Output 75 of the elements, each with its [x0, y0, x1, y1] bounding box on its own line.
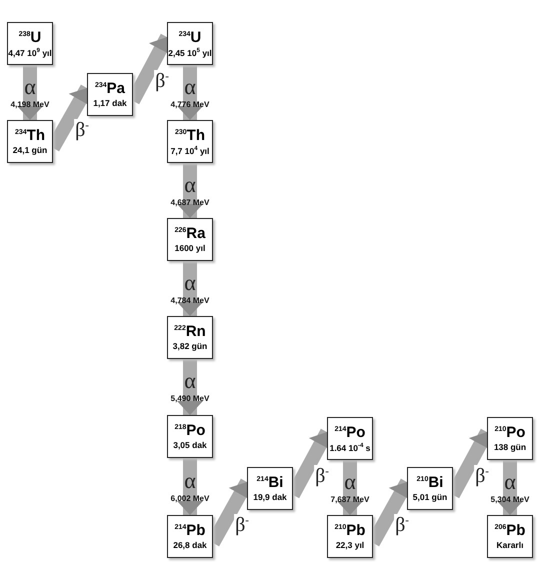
decay-energy: 5,490 MeV — [170, 395, 210, 403]
alpha-decay-arrow — [177, 65, 203, 120]
nuclide-symbol: $^{214}$Po — [334, 424, 366, 440]
nuclide-box — [167, 22, 213, 65]
nuclide-box — [487, 417, 533, 460]
alpha-decay-arrow — [17, 65, 43, 120]
nuclide-box — [167, 316, 213, 359]
decay-label: α — [24, 76, 36, 98]
decay-label: β$^{-}$ — [234, 514, 250, 536]
nuclide-symbol: $^{218}$Po — [174, 423, 206, 438]
nuclide-box — [327, 515, 373, 558]
half-life: 138 gün — [494, 443, 526, 452]
half-life: 4,47 10$^{9}$ yıl — [8, 48, 52, 58]
half-life: 1,17 dak — [93, 99, 127, 108]
nuclide-symbol: $^{226}$Ra — [174, 226, 206, 242]
half-life: 26,8 dak — [173, 541, 207, 550]
half-life: 1.64 10$^{-4}$ s — [330, 442, 370, 452]
half-life: 3,82 gün — [172, 342, 208, 351]
decay-label: α — [504, 470, 516, 492]
half-life: Kararlı — [496, 541, 524, 550]
decay-energy: 5,304 MeV — [490, 496, 530, 504]
nuclide-box — [487, 515, 533, 558]
half-life: 2,45 10$^{5}$ yıl — [168, 48, 212, 58]
nuclide-box — [167, 120, 213, 163]
nuclide-box — [87, 73, 133, 116]
alpha-decay-arrow — [177, 359, 203, 415]
nuclide-symbol: $^{234}$Pa — [94, 81, 126, 96]
nuclide-box — [407, 467, 453, 510]
decay-energy: 4,784 MeV — [170, 296, 210, 304]
nuclide-symbol: $^{214}$Bi — [256, 475, 284, 490]
half-life: 24,1 gün — [12, 146, 48, 155]
alpha-decay-arrow — [177, 261, 203, 316]
decay-label: α — [184, 370, 196, 392]
nuclide-symbol: $^{222}$Rn — [174, 324, 206, 340]
nuclide-symbol: $^{206}$Pb — [494, 523, 526, 538]
half-life: 3,05 dak — [173, 441, 207, 450]
alpha-decay-arrow — [497, 460, 523, 515]
nuclide-symbol: $^{238}$U — [18, 30, 42, 45]
decay-energy: 4,776 MeV — [170, 100, 210, 108]
half-life: 5,01 gün — [412, 493, 448, 502]
decay-label: α — [184, 76, 196, 98]
nuclide-symbol: $^{214}$Pb — [174, 523, 206, 538]
nuclide-symbol: $^{210}$Pb — [334, 523, 366, 538]
nuclide-box — [327, 417, 373, 460]
alpha-decay-arrow — [177, 163, 203, 218]
nuclide-box — [7, 22, 53, 65]
nuclide-symbol: $^{210}$Po — [494, 425, 526, 440]
nuclide-symbol: $^{230}$Th — [174, 128, 205, 143]
half-life: 7,7 10$^{4}$ yıl — [170, 146, 210, 156]
nuclide-symbol: $^{210}$Bi — [416, 475, 444, 490]
decay-label: β$^{-}$ — [74, 119, 90, 141]
decay-energy: 7,687 MeV — [330, 496, 370, 504]
half-life: 22,3 yıl — [336, 541, 364, 550]
decay-energy: 4,687 MeV — [170, 198, 210, 206]
decay-label: α — [184, 174, 196, 196]
nuclide-box — [247, 467, 293, 510]
decay-label: β$^{-}$ — [394, 514, 410, 536]
decay-label: α — [184, 272, 196, 294]
decay-label: β$^{-}$ — [154, 70, 170, 92]
decay-label: α — [184, 470, 196, 492]
decay-label: β$^{-}$ — [314, 464, 330, 486]
nuclide-box — [167, 415, 213, 458]
nuclide-box — [7, 120, 53, 163]
alpha-decay-arrow — [177, 458, 203, 515]
decay-energy: 4,198 MeV — [10, 100, 50, 108]
nuclide-box — [167, 515, 213, 558]
decay-energy: 6,002 MeV — [170, 494, 210, 502]
half-life: 1600 yıl — [174, 244, 206, 253]
decay-label: β$^{-}$ — [474, 464, 490, 486]
nuclide-symbol: $^{234}$U — [178, 30, 202, 45]
decay-label: α — [344, 470, 356, 492]
alpha-decay-arrow — [337, 460, 363, 515]
nuclide-box — [167, 218, 213, 261]
nuclide-symbol: $^{234}$Th — [14, 128, 45, 144]
half-life: 19,9 dak — [253, 493, 287, 502]
